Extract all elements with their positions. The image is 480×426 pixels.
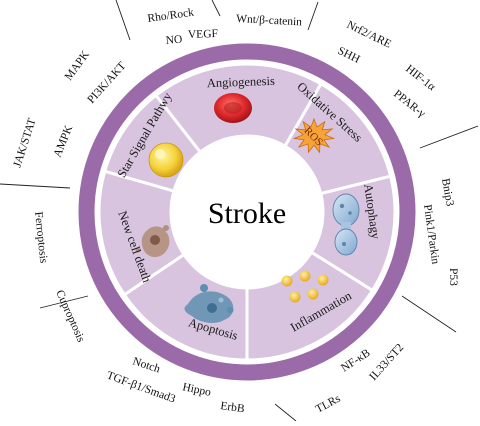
outer-label: PPAR-γ — [391, 88, 427, 120]
center-label: Stroke — [208, 197, 286, 230]
outer-label: Hippo — [181, 381, 212, 399]
outer-label: TGF-β1/Smad3 — [105, 370, 177, 406]
outer-label: Nrf2/ARE — [345, 19, 393, 51]
outer-label: Ferroptosis — [32, 211, 49, 264]
inflammation-dots-icon — [281, 270, 329, 303]
divider-line — [39, 295, 89, 309]
outer-label: NF-κB — [339, 347, 373, 375]
yellow-cell-icon — [148, 142, 184, 178]
new-cell-death-icon — [135, 225, 170, 258]
blood-cell-icon — [214, 93, 252, 123]
outer-label: P53 — [447, 268, 459, 286]
segment-ring — [97, 62, 397, 362]
divider-line — [211, 0, 221, 17]
outer-label: Bnip3 — [439, 177, 456, 207]
outer-label: VEGF — [188, 28, 218, 41]
outer-label: Pink1/Parkin — [421, 204, 441, 265]
divider-line — [307, 1, 319, 31]
outer-label: Notch — [131, 355, 162, 375]
outer-label: TLRs — [314, 393, 343, 416]
divider-line — [274, 403, 297, 422]
outer-label: AMPK — [52, 123, 76, 159]
ring-inner-edge — [94, 59, 400, 365]
divider-line — [0, 183, 71, 189]
outer-label: MAPK — [63, 48, 93, 83]
outer-label: IL33/ST2 — [367, 342, 406, 383]
segment-label-angiogenesis: Angiogenesis — [207, 74, 276, 90]
outer-label: JAK/STAT — [11, 117, 38, 169]
apoptosis-cell-icon — [184, 284, 234, 323]
outer-ring — [78, 43, 416, 381]
outer-label: SHH — [336, 45, 362, 66]
center-circle — [171, 136, 323, 288]
divider-line — [401, 295, 457, 333]
outer-label: Wnt/β-catenin — [236, 13, 303, 28]
outer-label: HIF-1α — [403, 63, 437, 93]
outer-label: ErbB — [220, 400, 246, 415]
divider-line — [419, 125, 479, 149]
divider-line — [115, 0, 131, 41]
ros-burst-icon: ROS — [292, 117, 336, 154]
autophagy-icon — [332, 193, 360, 256]
outer-label: Rho/Rock — [147, 7, 195, 25]
outer-label: NO — [165, 34, 183, 47]
outer-label: Cuproptosis — [53, 288, 87, 344]
